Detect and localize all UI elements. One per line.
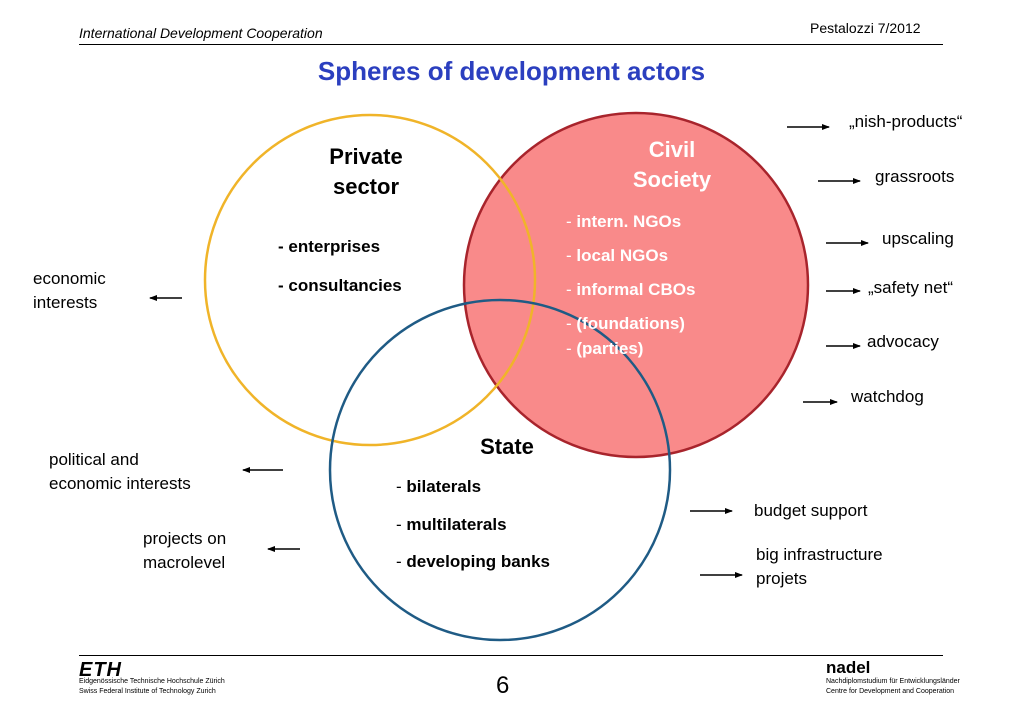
civil-item-foundations: - (foundations) xyxy=(566,314,685,333)
private-item-enterprises: - enterprises xyxy=(278,237,381,256)
footer-divider xyxy=(79,655,943,656)
eth-subtitle: Eidgenössische Technische Hochschule Zür… xyxy=(79,678,225,695)
header-divider xyxy=(79,44,943,45)
civil-item-intern-ngos: - intern. NGOs xyxy=(566,212,682,231)
label-economic-interests: economic interests xyxy=(33,269,106,312)
private-item-consultancies: - consultancies xyxy=(278,276,402,295)
label-safety-net: „safety net“ xyxy=(868,278,954,297)
header-course-title: International Development Cooperation xyxy=(79,25,323,41)
civil-item-informal-cbos: - informal CBOs xyxy=(566,280,696,299)
private-sector-title: Private sector xyxy=(300,142,432,202)
civil-society-title: Civil Society xyxy=(600,135,744,195)
page-number: 6 xyxy=(496,672,510,699)
state-item-bilaterals: - bilaterals xyxy=(396,477,482,496)
label-nish-products: „nish-products“ xyxy=(849,112,963,131)
state-circle xyxy=(328,298,672,642)
private-title-line1: Private xyxy=(329,144,403,169)
label-upscaling: upscaling xyxy=(882,229,954,248)
civil-item-local-ngos: - local NGOs xyxy=(566,246,669,265)
civil-title-line2: Society xyxy=(632,167,712,192)
state-title: State xyxy=(480,434,534,459)
eth-logo: ETH xyxy=(79,659,122,681)
state-item-multilaterals: - multilaterals xyxy=(396,515,507,534)
label-watchdog: watchdog xyxy=(851,387,924,406)
header-author-date: Pestalozzi 7/2012 xyxy=(810,20,921,36)
label-budget-support: budget support xyxy=(754,501,868,520)
civil-society-circle xyxy=(462,111,810,459)
nadel-logo: nadel xyxy=(826,658,871,677)
private-sector-circle xyxy=(203,113,537,447)
private-title-line2: sector xyxy=(332,174,400,199)
label-grassroots: grassroots xyxy=(875,167,955,186)
label-infrastructure-projects: big infrastructure projets xyxy=(756,545,883,588)
label-advocacy: advocacy xyxy=(867,332,939,351)
label-projects-macrolevel: projects on macrolevel xyxy=(143,529,227,572)
label-political-economic-interests: political and economic interests xyxy=(49,450,191,493)
nadel-subtitle: Nachdiplomstudium für Entwicklungsländer… xyxy=(826,678,960,695)
civil-title-line1: Civil xyxy=(648,137,696,162)
civil-item-parties: - (parties) xyxy=(566,339,644,358)
slide-title: Spheres of development actors xyxy=(317,56,706,86)
state-item-developing-banks: - developing banks xyxy=(396,552,550,571)
